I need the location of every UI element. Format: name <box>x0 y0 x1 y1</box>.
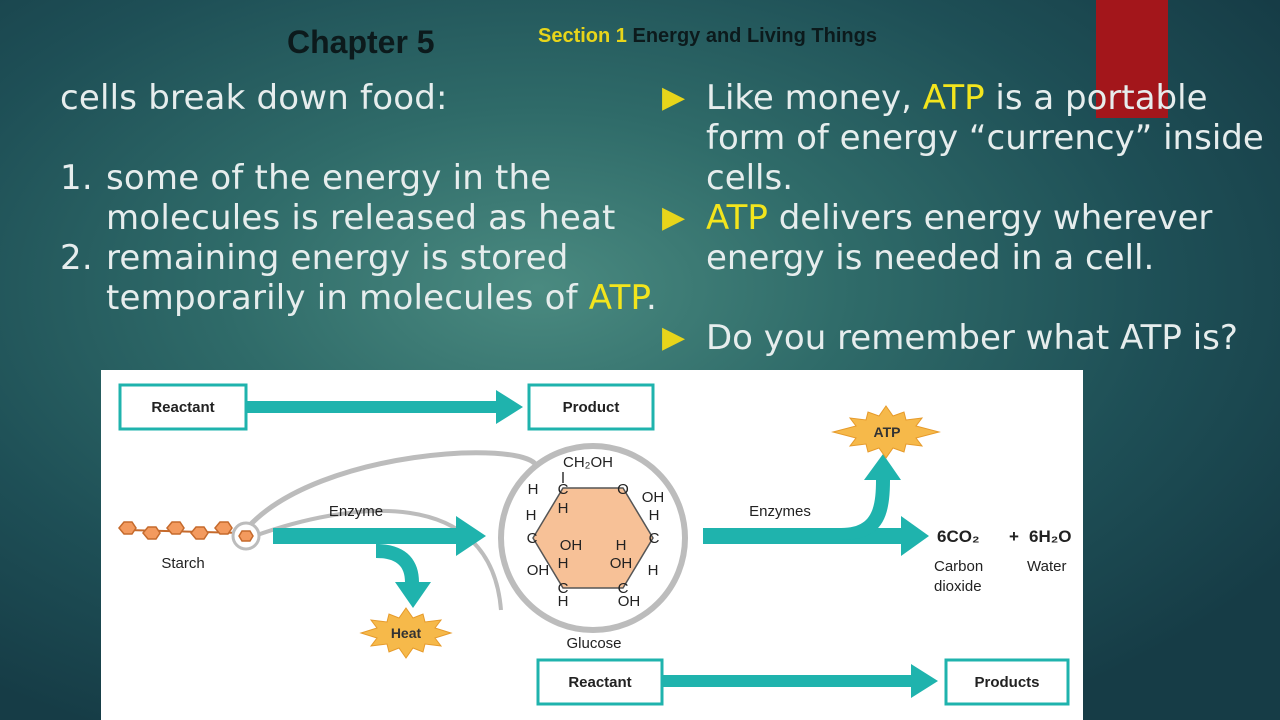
atom-ch2oh: CH₂OH <box>563 454 613 471</box>
bullet-1-text: Like money, ATP is a portable form of en… <box>706 78 1272 198</box>
product-top-label: Product <box>563 399 620 416</box>
atom-h5: H <box>616 537 627 554</box>
enzymes-label: Enzymes <box>749 503 811 520</box>
enzyme-label: Enzyme <box>329 503 383 520</box>
starch-chain-icon <box>118 521 242 540</box>
h2o-label: 6H₂O <box>1029 527 1072 546</box>
list-text-2-a: remaining energy is stored temporarily i… <box>106 238 589 318</box>
reactant-top-label: Reactant <box>151 399 214 416</box>
list-text-2-c: . <box>645 278 657 318</box>
bullet-1-a: Like money, <box>706 78 923 118</box>
plus-sign: + <box>1009 527 1019 546</box>
bullet-2: ▶ ATP delivers energy wherever energy is… <box>662 198 1272 278</box>
reactant-bottom-label: Reactant <box>568 674 631 691</box>
atom-c3: C <box>649 530 660 547</box>
atom-oh2: OH <box>560 537 583 554</box>
legend-arrow-bottom <box>662 664 938 698</box>
zoom-line-upper <box>247 450 539 528</box>
dioxide-label: dioxide <box>934 578 982 595</box>
list-number-2: 2. <box>60 238 93 278</box>
atom-oh3: OH <box>610 555 633 572</box>
water-label: Water <box>1027 558 1066 575</box>
glucose-label: Glucose <box>566 635 621 652</box>
atom-h3: H <box>526 507 537 524</box>
right-bullet-column: ▶ Like money, ATP is a portable form of … <box>662 78 1272 358</box>
heat-arrow <box>376 544 431 608</box>
atom-c2: C <box>527 530 538 547</box>
list-item-1: 1. some of the energy in the molecules i… <box>60 158 660 238</box>
glucose-unit-icon <box>238 530 254 542</box>
zoom-line-lower <box>248 508 503 611</box>
enzyme-arrow <box>273 516 486 556</box>
list-text-1: some of the energy in the molecules is r… <box>106 158 616 238</box>
atom-h4: H <box>649 507 660 524</box>
heat-starburst-icon <box>359 607 453 659</box>
atom-oh5: OH <box>618 593 641 610</box>
glucose-ring <box>532 487 654 589</box>
atom-h7: H <box>648 562 659 579</box>
list-number-1: 1. <box>60 158 93 198</box>
products-bottom-label: Products <box>974 674 1039 691</box>
atom-h8: H <box>558 593 569 610</box>
product-top-box <box>527 383 655 431</box>
heat-label: Heat <box>391 625 422 641</box>
atom-c1: C <box>558 481 569 498</box>
bullet-3: ▶ Do you remember what ATP is? <box>662 318 1272 358</box>
atom-oh1: OH <box>642 489 665 506</box>
atom-h6: H <box>558 555 569 572</box>
section-title: Section 1 Energy and Living Things <box>538 25 877 48</box>
bullet-2-text: ATP delivers energy wherever energy is n… <box>706 198 1272 278</box>
bullet-1-c: is a portable form of energy “currency” … <box>706 78 1264 198</box>
bullet-arrow-icon: ▶ <box>662 320 686 355</box>
atp-label: ATP <box>874 424 901 440</box>
reactant-top-box <box>118 383 248 431</box>
respiration-diagram: Reactant Product Starch Enzyme Heat CH₂O… <box>101 370 1083 720</box>
bullet-arrow-icon: ▶ <box>662 200 686 235</box>
atom-o-ring: O <box>617 481 629 498</box>
bullet-1: ▶ Like money, ATP is a portable form of … <box>662 78 1272 198</box>
bullet-arrow-icon: ▶ <box>662 80 686 115</box>
left-text-column: cells break down food: 1. some of the en… <box>60 78 660 318</box>
list-item-2: 2. remaining energy is stored temporaril… <box>60 238 660 318</box>
bullet-2-b: delivers energy wherever energy is neede… <box>706 198 1213 278</box>
atp-starburst-icon <box>831 405 941 459</box>
left-heading: cells break down food: <box>60 78 448 118</box>
atom-c4: C <box>558 580 569 597</box>
enzymes-arrow <box>703 516 929 556</box>
atp-highlight: ATP <box>588 278 646 318</box>
atom-oh4: OH <box>527 562 550 579</box>
bullet-2-atp: ATP <box>706 198 768 238</box>
bullet-3-text: Do you remember what ATP is? <box>706 318 1238 358</box>
starch-label: Starch <box>161 555 204 572</box>
section-label: Section 1 <box>538 25 627 47</box>
products-bottom-box <box>944 658 1070 706</box>
atom-c5: C <box>618 580 629 597</box>
carbon-label: Carbon <box>934 558 983 575</box>
legend-arrow-top <box>246 390 523 424</box>
list-text-2: remaining energy is stored temporarily i… <box>106 238 660 318</box>
glucose-structure: CH₂OH C H H O OH C C H H OH H H OH C C O… <box>526 454 665 610</box>
chapter-title: Chapter 5 <box>287 24 435 60</box>
red-accent-tab <box>1096 0 1168 118</box>
atp-arrow <box>841 454 901 540</box>
atom-h1: H <box>528 481 539 498</box>
co2-label: 6CO₂ <box>937 527 980 546</box>
atom-h2: H <box>558 500 569 517</box>
section-name: Energy and Living Things <box>632 25 877 47</box>
bullet-1-atp: ATP <box>922 78 985 118</box>
